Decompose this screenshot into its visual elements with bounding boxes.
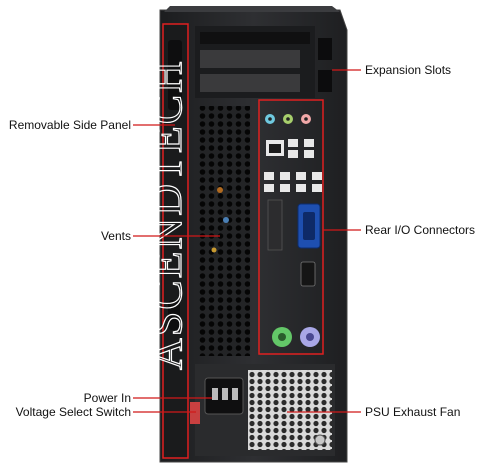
rear-io-highlight: [258, 99, 324, 355]
callout-vents: Vents: [100, 229, 131, 243]
expansion-slot-3: [200, 74, 300, 92]
rear-io-panel: [264, 114, 322, 347]
expansion-slot-1: [200, 32, 310, 44]
callout-voltage-select-switch: Voltage Select Switch: [15, 405, 131, 419]
side-panel-highlight: [162, 23, 189, 459]
usb-port: [280, 184, 290, 192]
usb-port: [312, 184, 322, 192]
usb-port: [304, 150, 314, 158]
usb-port: [280, 172, 290, 180]
callout-removable-side-panel: Removable Side Panel: [8, 118, 131, 132]
usb-port: [264, 172, 274, 180]
vent-grid: [198, 106, 250, 356]
usb-port: [288, 139, 298, 147]
usb-port: [264, 184, 274, 192]
usb-port: [312, 172, 322, 180]
expansion-bracket-upper: [318, 38, 332, 60]
usb-port: [296, 184, 306, 192]
case-top-bevel: [164, 6, 340, 12]
psu-section: [190, 364, 335, 456]
usb-port: [288, 150, 298, 158]
watermark-text: ASCENDTECH: [142, 59, 191, 370]
callout-power-in: Power In: [83, 391, 131, 405]
callout-expansion-slots: Expansion Slots: [365, 63, 452, 77]
callout-rear-io-connectors: Rear I/O Connectors: [365, 223, 476, 237]
side-panel-lock: [168, 300, 180, 330]
hdmi-port: [300, 261, 316, 287]
usb-port: [296, 172, 306, 180]
callout-psu-exhaust-fan: PSU Exhaust Fan: [365, 405, 461, 419]
voltage-switch: [190, 402, 200, 424]
io-knockout: [267, 199, 283, 251]
vent-inner-detail: [211, 187, 229, 253]
expansion-slot-2: [200, 50, 300, 68]
usb-port: [304, 139, 314, 147]
side-panel-latch: [168, 40, 182, 110]
expansion-bracket-lower: [318, 70, 332, 92]
